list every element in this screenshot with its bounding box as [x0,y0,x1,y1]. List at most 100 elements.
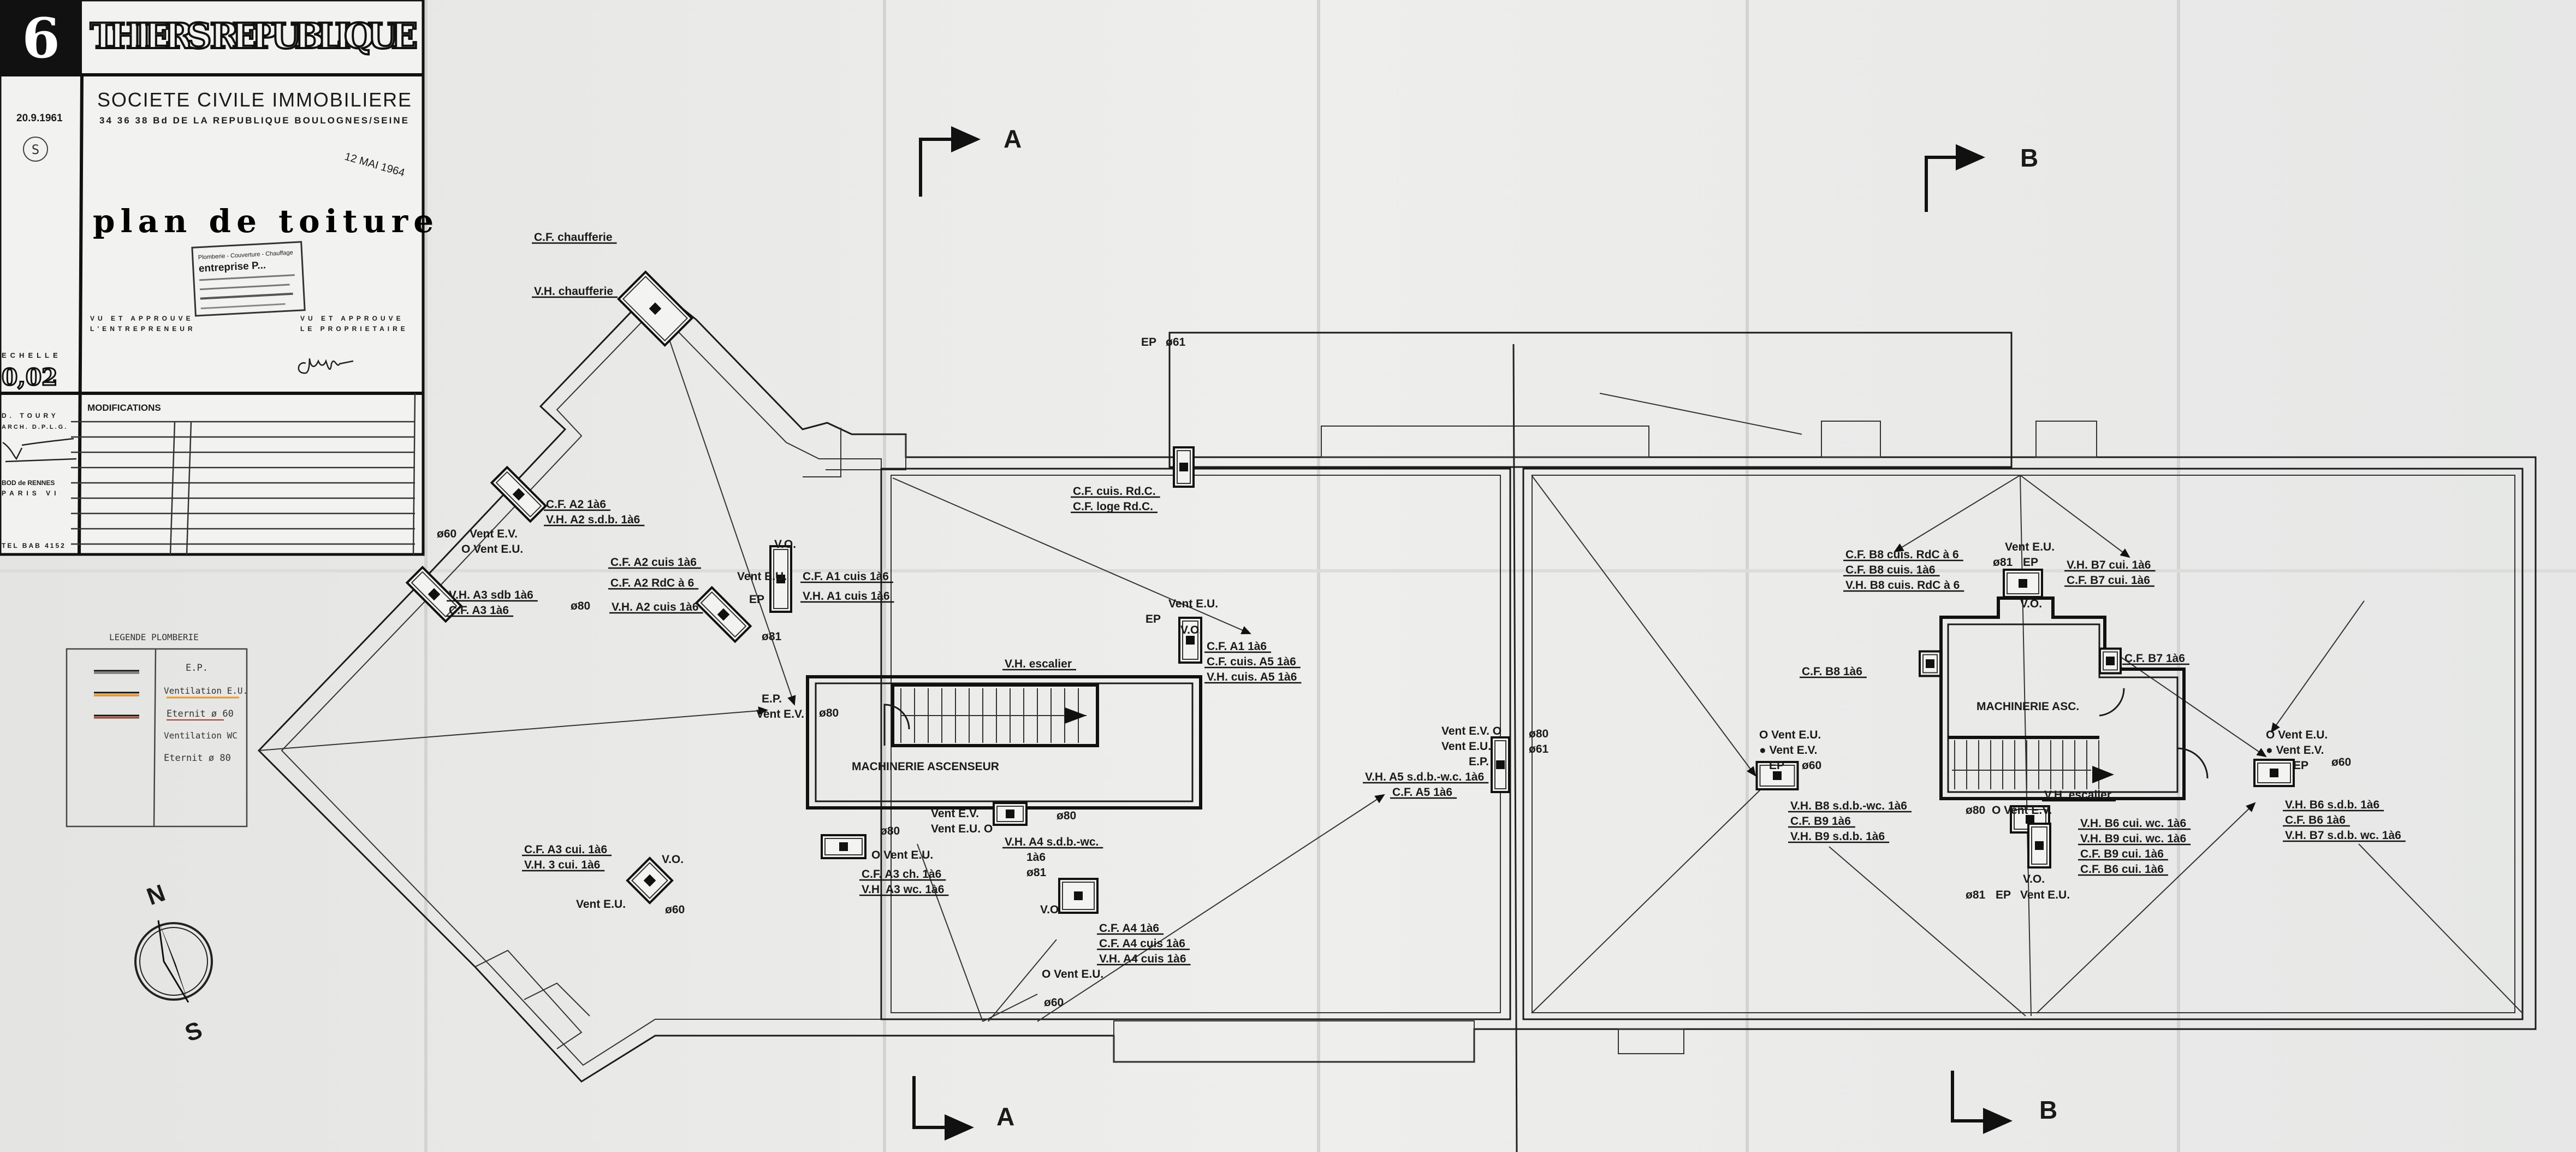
plumbing-label: Vent E.V. [470,528,518,540]
plumbing-label: C.F. A2 RdC à 6 [610,577,694,589]
drawing-title: plan de toiture [93,203,439,240]
plumbing-label: C.F. B9 cui. 1à6 [2080,848,2164,860]
plumbing-label: V.H. B9 s.d.b. 1à6 [1790,830,1885,843]
architect-city: PARIS VI [2,489,60,497]
plumbing-label: Vent E.V. O [1441,725,1501,737]
plumbing-label: O Vent E.U. [2266,729,2328,741]
plumbing-label: O Vent E.U. [1759,729,1821,741]
plumbing-label: ø80 [819,707,839,719]
approval-owner: VU ET APPROUVE [300,315,404,322]
drainage-slope-lines [258,322,2523,1022]
plumbing-label: C.F. B8 cuis. 1à6 [1845,564,1936,576]
architect-tel: TEL BAB 4152 [2,542,66,550]
plumbing-label: V.O. [2023,873,2045,885]
section-markers: A A B B [912,125,2057,1141]
plumbing-label: C.F. B8 cuis. RdC à 6 [1845,548,1959,561]
duct-shaft-icon [2253,759,2295,787]
plumbing-label: ø60 [1802,759,1821,772]
plumbing-label: ø81 [1026,866,1047,879]
section-a-top: A [1004,125,1022,153]
plumbing-label: C.F. B7 cui. 1à6 [2067,574,2150,587]
plumbing-label: V.H. A3 wc. 1à6 [862,883,944,896]
plumbing-label: C.F. A3 cui. 1à6 [524,843,607,856]
plumbing-label: V.H. escalier [1005,658,1072,670]
plumbing-label: V.H. B6 s.d.b. 1à6 [2285,799,2379,811]
owner-signature [298,358,354,374]
plumbing-label: C.F. A2 1à6 [546,498,606,511]
plumbing-label: V.H. A3 sdb 1à6 [449,589,533,601]
duct-shafts [405,270,2295,914]
plumbing-label: V.O. [774,538,796,551]
modifications-label: MODIFICATIONS [87,403,161,413]
plumbing-label: O Vent E.V. [1992,804,2052,817]
plumbing-label: EP [1769,759,1784,772]
plumbing-label: C.F. A4 cuis 1à6 [1099,937,1185,950]
label-leader-lines [447,242,2406,966]
plumbing-label: V.H. escalier [2044,789,2111,801]
duct-shaft-icon [616,270,694,347]
scale-value: 0,02 [2,364,57,391]
plumbing-label: ø60 [437,528,456,540]
room-label-machinerie-ascenseur: MACHINERIE ASCENSEUR [852,760,999,773]
plumbing-label: EP [1141,336,1156,348]
plumbing-label: C.F. B9 1à6 [1790,815,1851,828]
legend-item-eternit-60: Eternit ø 60 [167,708,234,719]
legend-item-ventilation-wc: Ventilation WC [164,730,238,741]
plumbing-label: ø61 [1166,336,1186,348]
duct-shaft-icon [1178,617,1202,664]
title-block: 6 THIERS REPUBLIQUE SOCIETE CIVILE IMMOB… [0,0,439,556]
plumbing-label: V.H. A4 s.d.b.-wc. [1005,836,1099,848]
plumbing-label: ● Vent E.V. [2266,744,2324,757]
plumbing-label: O Vent E.U. [1042,968,1103,980]
plumbing-label: O Vent E.U. [461,543,523,556]
duct-shaft-icon [626,856,674,905]
plumbing-label: V.H. A1 cuis 1à6 [803,590,890,602]
duct-shaft-icon [405,565,463,623]
plumbing-label: ø80 [880,825,900,837]
plumbing-label: C.F. B6 1à6 [2285,814,2346,826]
plumbing-label: ø60 [1044,996,1064,1009]
duct-shaft-icon [769,545,792,613]
plumbing-label: EP [2293,759,2308,772]
plumbing-label: C.F. B6 cui. 1à6 [2080,863,2164,876]
plumbing-label: V.H. B9 cui. wc. 1à6 [2080,832,2186,845]
plumbing-label: Vent E.V. [756,708,804,720]
plumbing-label: V.H. A2 cuis 1à6 [612,601,699,613]
plumbing-label: C.F. A4 1à6 [1099,922,1159,935]
plumbing-label: C.F. loge Rd.C. [1073,500,1153,513]
plumbing-label: V.H. B7 s.d.b. wc. 1à6 [2285,829,2401,842]
plumbing-label: O Vent E.U. [871,849,933,861]
elevator-machine-room-a: MACHINERIE ASCENSEUR [806,675,1202,810]
legend-item-eternit-80: Eternit ø 80 [164,753,231,764]
plumbing-label: E.P. [762,693,782,705]
plumbing-label: V.H. chaufferie [534,285,613,298]
duct-shaft-icon [695,586,752,643]
plumbing-label: ø80 [571,600,590,612]
plumbing-label: C.F. cuis. A5 1à6 [1207,655,1296,668]
duct-shaft-icon [1058,878,1099,914]
plumbing-label: EP [749,593,764,606]
plumbing-label: C.F. B7 1à6 [2124,652,2185,665]
plumbing-label: ø60 [2331,756,2351,769]
legend-item-ep: E.P. [186,663,208,674]
plumbing-label: ø81 [1993,556,2013,569]
plumbing-label: C.F. cuis. Rd.C. [1073,485,1156,498]
duct-shaft-icon [993,802,1028,826]
plumbing-label: V.O. [662,853,684,866]
sheet-number-box [0,0,82,75]
modifications-table [71,393,416,555]
plumbing-label: E.P. [1469,755,1489,768]
project-name: THIERS REPUBLIQUE [90,16,418,57]
plumbing-label: Vent E.U. O [931,823,993,835]
duct-shaft-icon [1173,446,1195,488]
legend-item-ventilation-eu: Ventilation E.U. [164,686,248,696]
duct-shaft-icon [1919,650,1942,677]
plumbing-label: ø80 [1056,810,1076,822]
approval-contractor: VU ET APPROUVE [90,315,194,322]
plumbing-label: V.H. A4 cuis 1à6 [1099,953,1186,965]
plumbing-label: ø81 [1966,889,1986,901]
architect-name: D. TOURY [2,412,59,420]
duct-shaft-icon [1755,761,1799,790]
section-b-top: B [2020,144,2038,172]
